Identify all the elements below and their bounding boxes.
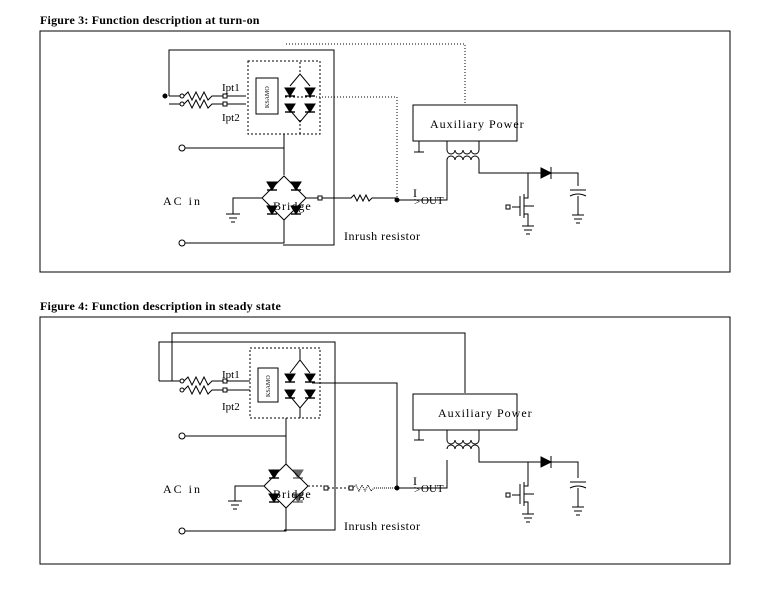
label-bridge-steady: Bridge (273, 487, 312, 501)
figure-3-labels: Ipt1 Ipt2 AC in Bridge Auxiliary Power I… (163, 82, 525, 243)
figure-4-labels: Ipt1 Ipt2 AC in Bridge Auxiliary Power I… (163, 369, 533, 533)
label-chip: KSAMO (265, 86, 271, 108)
label-ipt1-steady: Ipt1 (222, 369, 240, 381)
label-chip-steady: KSAMO (266, 375, 272, 397)
label-ac-in: AC in (163, 194, 202, 208)
resistor-pt2-steady (183, 384, 224, 396)
label-ipt2: Ipt2 (222, 112, 240, 124)
optocoupler-chip-steady (257, 367, 279, 403)
label-auxiliary-power-steady: Auxiliary Power (438, 406, 533, 420)
label-ipt1: Ipt1 (222, 82, 240, 94)
label-iout: I (413, 186, 417, 200)
figure-4-schematic: > (39, 316, 731, 565)
svg-text:>: > (414, 196, 420, 208)
ssr-module-steady (249, 347, 321, 419)
label-ipt2-steady: Ipt2 (222, 401, 240, 413)
label-bridge: Bridge (273, 199, 312, 213)
auxiliary-power-block (412, 104, 518, 142)
resistor-pt2 (183, 98, 224, 110)
label-iout-steady: I (413, 474, 417, 488)
optocoupler-chip (255, 77, 279, 115)
figure-4-title: Figure 4: Function description in steady… (40, 299, 281, 313)
auxiliary-power-block-steady (412, 393, 518, 431)
figure-4-frame (39, 316, 731, 565)
resistor-pt1 (183, 90, 224, 102)
label-ac-in-steady: AC in (163, 482, 202, 496)
label-inrush-resistor: Inrush resistor (344, 229, 421, 243)
figure-3-title: Figure 3: Function description at turn-o… (40, 13, 260, 27)
figure-3-frame (39, 30, 731, 273)
label-iout-sub: OUT (421, 195, 444, 207)
svg-text:>: > (414, 484, 420, 496)
figure-3-schematic: > (39, 30, 731, 273)
label-inrush-resistor-steady: Inrush resistor (344, 519, 421, 533)
label-iout-sub-steady: OUT (421, 483, 444, 495)
resistor-pt1-steady (183, 375, 224, 387)
label-auxiliary-power: Auxiliary Power (430, 117, 525, 131)
